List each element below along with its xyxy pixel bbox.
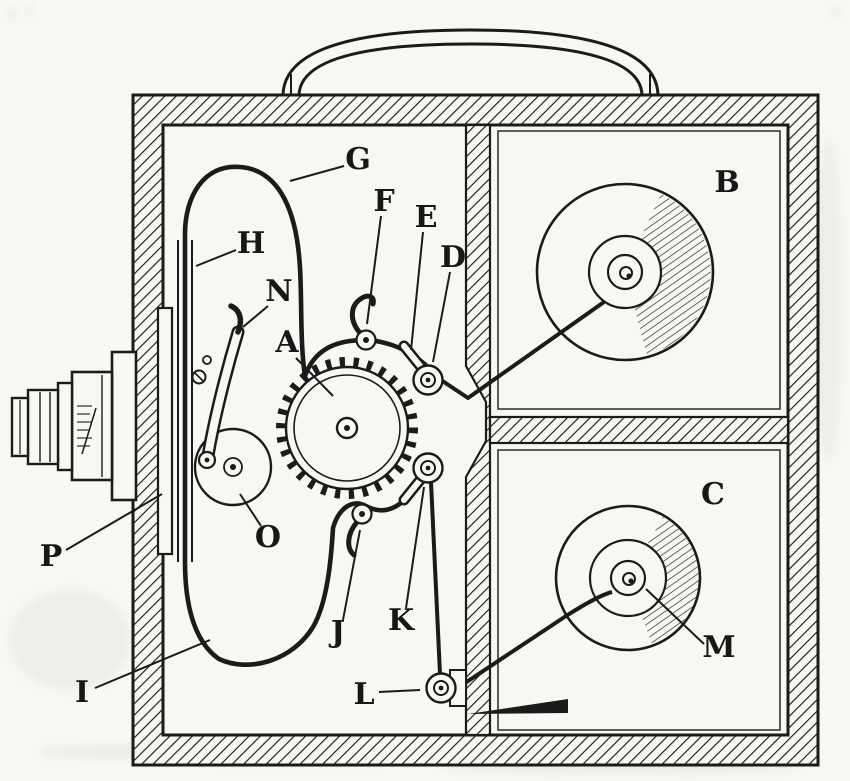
reel-c-axle-dot (628, 578, 634, 584)
label-j: J (328, 615, 345, 650)
focus-pointer (81, 407, 97, 455)
roller-d-dot (425, 377, 431, 383)
film-from-reel-b (439, 300, 606, 400)
lens-assembly (10, 350, 138, 502)
guide-roller-l (425, 669, 467, 707)
label-i-leader (94, 639, 211, 689)
label-m-leader (645, 588, 705, 645)
takeup-reel-c (554, 504, 702, 652)
label-e-leader (410, 231, 424, 351)
reel-c-axle (622, 572, 636, 586)
sprocket-a (276, 357, 418, 499)
label-g: G (345, 142, 371, 177)
part-labels: A B C D E F G H I J K L M N O P (40, 142, 740, 712)
label-l: L (353, 677, 374, 712)
feed-roller-d (398, 340, 444, 396)
label-i: I (75, 675, 89, 710)
roller-k-dot (425, 465, 431, 471)
finger-f-arm (349, 293, 376, 336)
label-f-leader (366, 215, 382, 325)
lower-magazine-frame (497, 449, 781, 731)
label-d: D (440, 240, 466, 275)
focus-scale-ticks (77, 405, 92, 447)
film-gate-assembly (156, 240, 212, 562)
label-k-leader (405, 486, 425, 609)
label-e: E (415, 200, 438, 235)
upper-magazine-frame (497, 130, 781, 410)
reel-c-wound-film (641, 517, 699, 644)
guide-finger-j (346, 503, 373, 558)
film-l-to-reel-c (448, 590, 613, 695)
label-c: C (701, 477, 725, 512)
label-k: K (388, 603, 415, 638)
lens-step-ring (56, 381, 74, 472)
label-n-leader (242, 305, 269, 328)
label-h: H (237, 226, 265, 261)
gate-screw-slot (193, 371, 205, 383)
label-l-leader (378, 689, 421, 693)
lever-tip-hook (228, 303, 244, 335)
label-f: F (373, 184, 394, 219)
pressure-roller-k (398, 452, 444, 506)
gate-pin (202, 355, 212, 365)
lens-body (70, 370, 114, 482)
reel-b-wound-film (634, 194, 711, 355)
label-d-leader (432, 271, 451, 363)
label-a-leader (295, 357, 334, 397)
feed-reel-b (535, 182, 715, 362)
label-j-leader (342, 529, 361, 621)
cam-center-dot (230, 464, 236, 470)
guide-finger-f (349, 293, 377, 351)
label-a: A (274, 325, 299, 360)
label-b: B (714, 165, 739, 200)
finger-j-arm (346, 519, 360, 558)
lens-barrel (26, 388, 60, 466)
sprocket-center-dot (344, 425, 350, 431)
film-loop-path (182, 164, 436, 668)
pressure-plate-p (156, 306, 174, 556)
label-m: M (702, 630, 735, 665)
label-p-leader (65, 493, 163, 551)
film-k-to-l (429, 481, 442, 675)
vertical-divider-wall (464, 123, 492, 737)
roller-l-dot (438, 685, 444, 691)
handle-grip (281, 28, 660, 98)
reel-b-flange (535, 182, 715, 362)
lens-mount-plate (110, 350, 138, 502)
horizontal-divider-wall (488, 415, 790, 445)
lever-core (204, 328, 242, 460)
lever-pivot-dot (204, 457, 210, 463)
finger-f-dot (363, 337, 369, 343)
label-g-leader (289, 165, 345, 182)
label-n: N (265, 274, 292, 309)
reel-b-axle-dot (626, 273, 632, 279)
label-o-leader (239, 493, 262, 527)
reel-c-flange (554, 504, 702, 652)
carrying-handle (281, 28, 660, 98)
claw-lever-n (197, 303, 245, 470)
sprocket-teeth (276, 357, 418, 499)
sprocket-inner-ring (293, 374, 401, 482)
finger-j-dot (359, 511, 365, 517)
label-h-leader (195, 249, 237, 267)
base-shadow-wedge (468, 699, 568, 714)
label-o: O (255, 520, 281, 555)
label-p: P (40, 539, 63, 574)
